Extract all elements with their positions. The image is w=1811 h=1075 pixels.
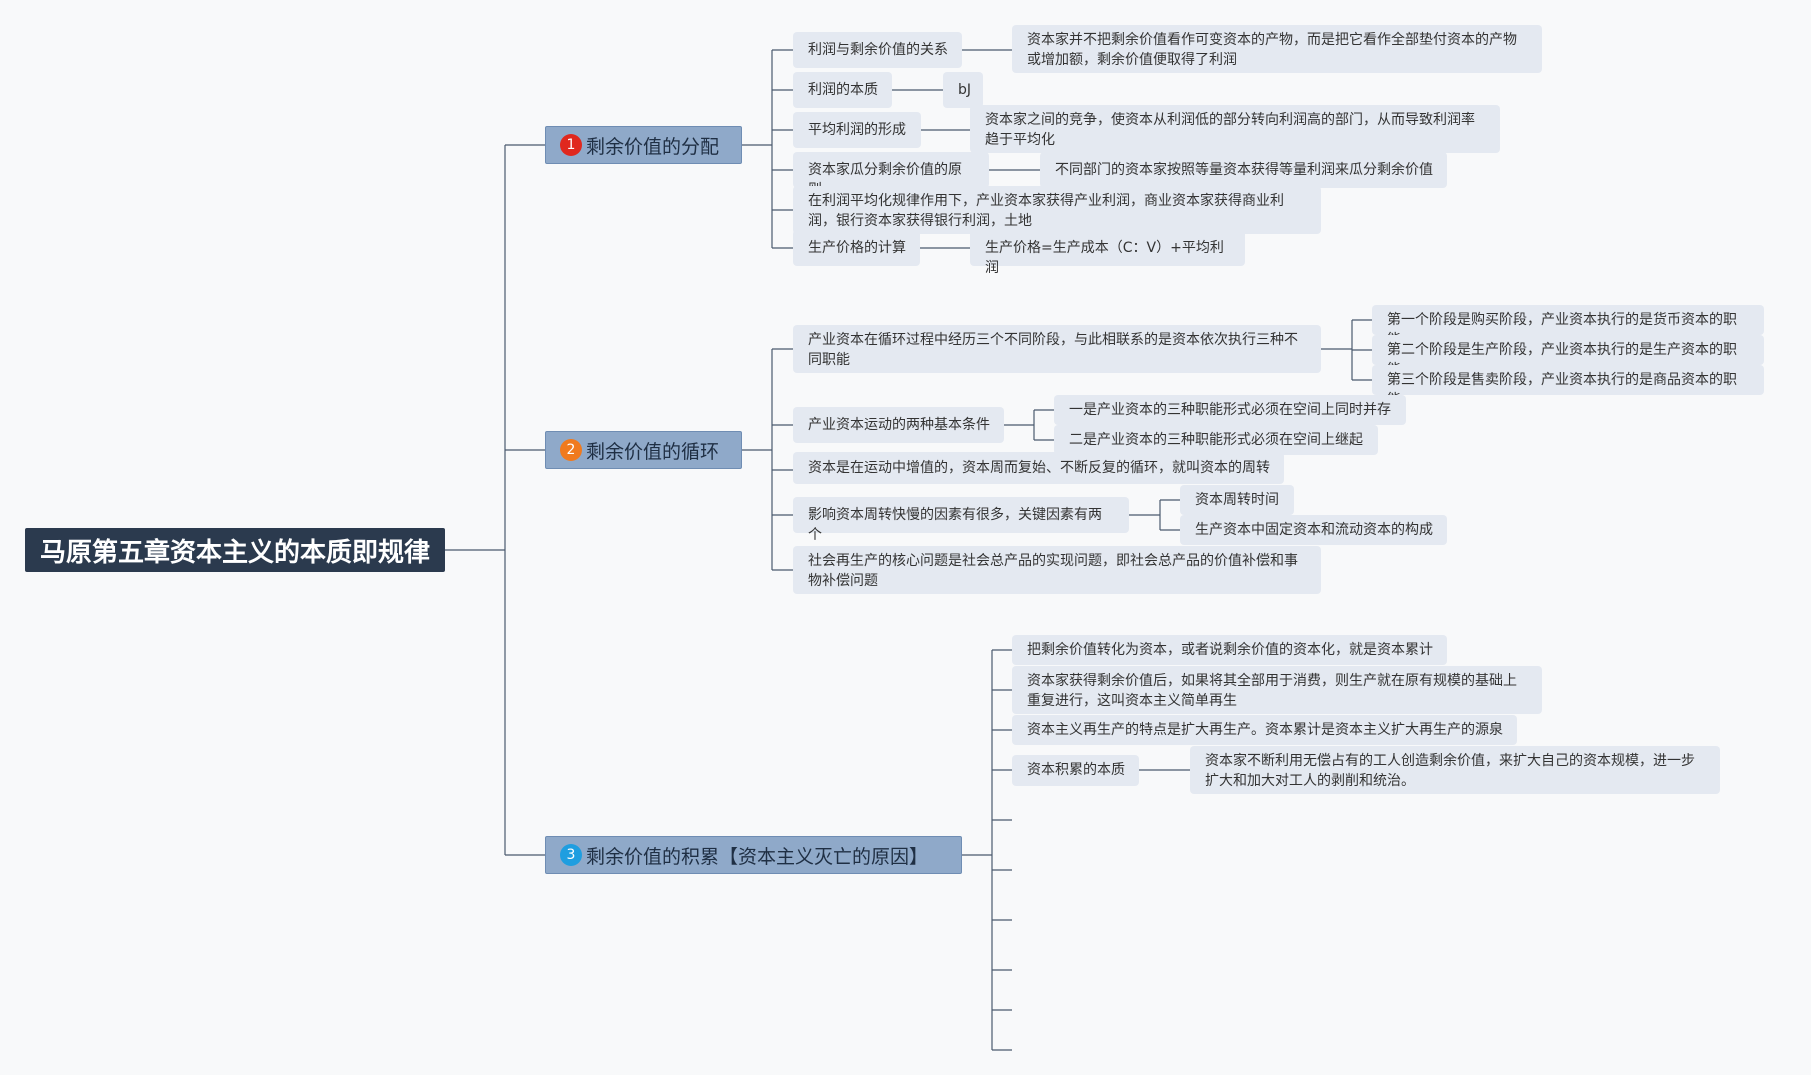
topic-accumulation-essence[interactable]: 资本积累的本质	[1012, 755, 1139, 786]
number-3-icon: 3	[560, 844, 582, 866]
topic-capital-composition[interactable]: 生产资本中固定资本和流动资本的构成	[1180, 515, 1447, 545]
branch-label: 剩余价值的分配	[586, 135, 720, 158]
root-topic[interactable]: 马原第五章资本主义的本质即规律	[25, 528, 445, 572]
topic-condition-succession[interactable]: 二是产业资本的三种职能形式必须在空间上继起	[1054, 425, 1378, 455]
topic-stage-sale[interactable]: 第三个阶段是售卖阶段，产业资本执行的是商品资本的职能	[1372, 365, 1764, 408]
topic-production-price-detail[interactable]: 生产价格=生产成本（C：V）+平均利润	[970, 230, 1245, 276]
topic-accumulation-essence-detail[interactable]: 资本家不断利用无偿占有的工人创造剩余价值，来扩大自己的资本规模，进一步扩大和加大…	[1190, 746, 1720, 794]
branch-label: 剩余价值的循环	[586, 440, 720, 463]
topic-social-reproduction[interactable]: 社会再生产的核心问题是社会总产品的实现问题，即社会总产品的价值补偿和事物补偿问题	[793, 546, 1321, 594]
topic-stage-purchase[interactable]: 第一个阶段是购买阶段，产业资本执行的是货币资本的职能	[1372, 305, 1764, 348]
topic-average-profit-formation[interactable]: 平均利润的形成	[793, 112, 921, 148]
topic-stage-production[interactable]: 第二个阶段是生产阶段，产业资本执行的是生产资本的职能	[1372, 335, 1764, 378]
topic-two-conditions[interactable]: 产业资本运动的两种基本条件	[793, 407, 1004, 443]
topic-condition-coexist[interactable]: 一是产业资本的三种职能形式必须在空间上同时并存	[1054, 395, 1406, 425]
topic-three-stages[interactable]: 产业资本在循环过程中经历三个不同阶段，与此相联系的是资本依次执行三种不同职能	[793, 325, 1321, 373]
number-1-icon: 1	[560, 134, 582, 156]
topic-capital-accumulation[interactable]: 把剩余价值转化为资本，或者说剩余价值的资本化，就是资本累计	[1012, 635, 1447, 665]
topic-profit-essence-detail[interactable]: bJ	[943, 72, 983, 108]
branch-topic-accumulation[interactable]: 3 剩余价值的积累【资本主义灭亡的原因】	[545, 836, 962, 874]
topic-average-profit-formation-detail[interactable]: 资本家之间的竞争，使资本从利润低的部分转向利润高的部门，从而导致利润率趋于平均化	[970, 105, 1500, 153]
topic-turnover-factors[interactable]: 影响资本周转快慢的因素有很多，关键因素有两个	[793, 497, 1129, 543]
topic-simple-reproduction[interactable]: 资本家获得剩余价值后，如果将其全部用于消费，则生产就在原有规模的基础上重复进行，…	[1012, 666, 1542, 714]
topic-division-principle-detail[interactable]: 不同部门的资本家按照等量资本获得等量利润来瓜分剩余价值	[1040, 152, 1447, 188]
branch-label: 剩余价值的积累【资本主义灭亡的原因】	[586, 845, 929, 868]
topic-turnover-time[interactable]: 资本周转时间	[1180, 485, 1294, 515]
branch-topic-distribution[interactable]: 1 剩余价值的分配	[545, 126, 742, 164]
branch-topic-circulation[interactable]: 2 剩余价值的循环	[545, 431, 742, 469]
number-2-icon: 2	[560, 439, 582, 461]
topic-profit-surplus-relation[interactable]: 利润与剩余价值的关系	[793, 32, 962, 68]
topic-division-principle[interactable]: 资本家瓜分剩余价值的原则	[793, 152, 989, 198]
topic-profit-averaging-law[interactable]: 在利润平均化规律作用下，产业资本家获得产业利润，商业资本家获得商业利润，银行资本…	[793, 186, 1321, 234]
topic-expanded-reproduction[interactable]: 资本主义再生产的特点是扩大再生产。资本累计是资本主义扩大再生产的源泉	[1012, 715, 1517, 745]
topic-profit-surplus-relation-detail[interactable]: 资本家并不把剩余价值看作可变资本的产物，而是把它看作全部垫付资本的产物或增加额，…	[1012, 25, 1542, 73]
topic-profit-essence[interactable]: 利润的本质	[793, 72, 892, 108]
topic-production-price[interactable]: 生产价格的计算	[793, 230, 920, 266]
topic-capital-turnover[interactable]: 资本是在运动中增值的，资本周而复始、不断反复的循环，就叫资本的周转	[793, 452, 1284, 484]
